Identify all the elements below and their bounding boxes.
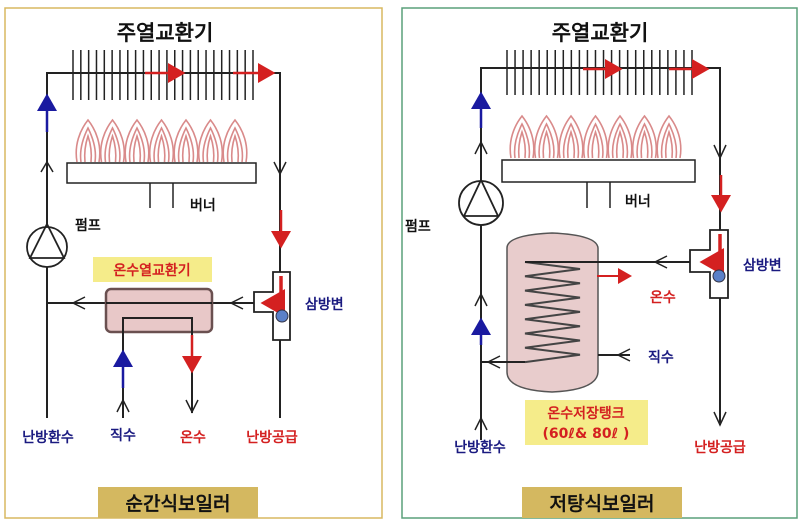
pump-label: 펌프 — [75, 217, 101, 234]
chevron-left-icon — [229, 296, 244, 310]
caption-box — [522, 487, 682, 518]
chevron-up-icon — [40, 160, 54, 173]
storage-boiler-panel: 주열교환기 버너 펌프 온수 직수 — [401, 7, 798, 519]
hot-water-label: 온수 — [650, 290, 676, 306]
chevron-left-icon — [71, 296, 86, 310]
dhw-hx-label-box — [93, 257, 212, 282]
cold-water-label: 직수 — [648, 349, 674, 366]
dhw-heat-exchanger — [104, 287, 214, 334]
tank-label: 온수저장탱크 — [547, 405, 624, 422]
valve-label: 삼방변 — [743, 257, 782, 274]
pump-label: 펌프 — [405, 218, 431, 235]
dhw-hx-label: 온수열교환기 — [113, 262, 190, 279]
burner-label: 버너 — [625, 193, 651, 210]
main-heat-exchanger-title: 주열교환기 — [552, 21, 649, 45]
caption-box — [98, 487, 258, 518]
hot-water-label: 온수 — [180, 430, 206, 446]
pump-icon — [26, 221, 68, 268]
heating-supply-label: 난방공급 — [694, 439, 746, 456]
caption: 저탕식보일러 — [550, 493, 655, 515]
heating-supply-label: 난방공급 — [246, 429, 298, 446]
burner — [501, 159, 696, 183]
main-heat-exchanger-fins — [506, 50, 693, 95]
hot-water-storage-tank — [506, 232, 599, 393]
burner — [66, 162, 257, 184]
three-way-valve — [253, 271, 291, 341]
instantaneous-boiler-panel: 주열교환기 /* fins drawn below */ 버너 펌프 온수열교환… — [4, 7, 383, 519]
tank-coil — [524, 261, 581, 364]
burner-label: 버너 — [190, 197, 216, 214]
cold-water-label: 직수 — [110, 427, 136, 444]
main-heat-exchanger-title: 주열교환기 — [117, 21, 214, 45]
chevron-down-icon — [273, 161, 287, 176]
valve-label: 삼방변 — [305, 296, 344, 313]
pump-icon — [458, 177, 504, 226]
heating-return-label: 난방환수 — [22, 429, 74, 446]
tank-label-box — [525, 400, 648, 445]
heating-return-label: 난방환수 — [454, 439, 506, 456]
caption: 순간식보일러 — [126, 493, 231, 515]
tank-capacity: (60ℓ& 80ℓ ) — [543, 426, 630, 442]
three-way-valve — [689, 229, 729, 299]
